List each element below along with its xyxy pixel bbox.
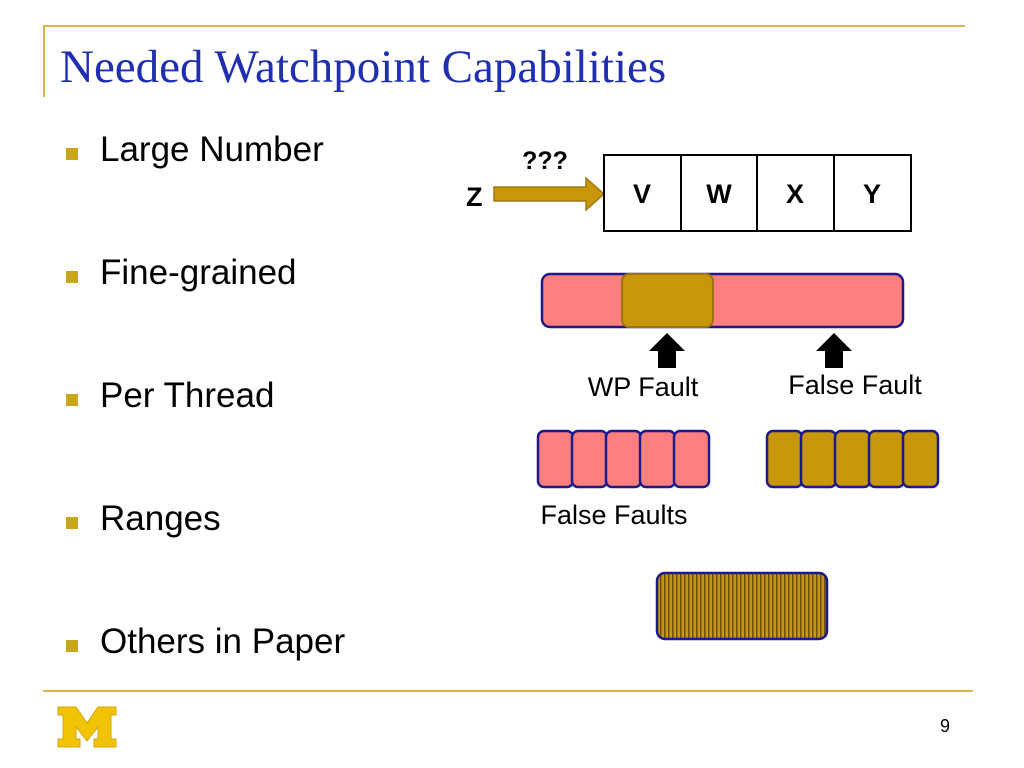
false-fault-label: False Fault [788, 370, 922, 400]
pink-word-block [672, 429, 711, 489]
false-fault-up-arrow-icon [816, 333, 852, 368]
bullet-square-icon [66, 394, 78, 406]
gold-word-block [867, 429, 906, 489]
false-faults-label: False Faults [540, 500, 687, 530]
university-logo [57, 706, 117, 748]
wp-fault-up-arrow-icon [649, 333, 685, 368]
pointer-source-label: Z [466, 182, 483, 212]
striped-range-block [655, 571, 829, 641]
pointer-question-label: ??? [522, 147, 568, 175]
bullet-text: Fine-grained [100, 253, 297, 292]
pink-word-block [570, 429, 609, 489]
gold-word-block [901, 429, 940, 489]
wp-fault-label: WP Fault [588, 372, 699, 402]
footer-rule [43, 690, 973, 692]
bullet-text: Others in Paper [100, 622, 346, 661]
watchpoint-diagram: ??? Z V W X Y WP Fault False Fault False… [466, 147, 940, 641]
cell-label: Y [863, 179, 881, 209]
gold-word-block [833, 429, 872, 489]
bullet-square-icon [66, 271, 78, 283]
cell-label: W [706, 179, 732, 209]
page-number: 9 [940, 716, 951, 736]
cell-label: X [786, 179, 804, 209]
bullet-text: Per Thread [100, 376, 275, 415]
bullet-square-icon [66, 148, 78, 160]
bullet-text: Large Number [100, 130, 324, 169]
cell-label: V [633, 179, 651, 209]
frame-left-rule [43, 25, 45, 97]
frame-top-rule [43, 25, 965, 27]
pink-word-block [604, 429, 643, 489]
bullet-text: Ranges [100, 499, 221, 538]
pointer-arrow-icon [493, 176, 606, 212]
memory-region-bar [540, 272, 905, 329]
pink-word-block [536, 429, 575, 489]
bullet-square-icon [66, 517, 78, 529]
bullet-square-icon [66, 640, 78, 652]
slide-title: Needed Watchpoint Capabilities [60, 41, 667, 93]
pink-word-block [638, 429, 677, 489]
gold-word-block [799, 429, 838, 489]
gold-word-block [765, 429, 804, 489]
watchpoint-block [621, 273, 714, 328]
